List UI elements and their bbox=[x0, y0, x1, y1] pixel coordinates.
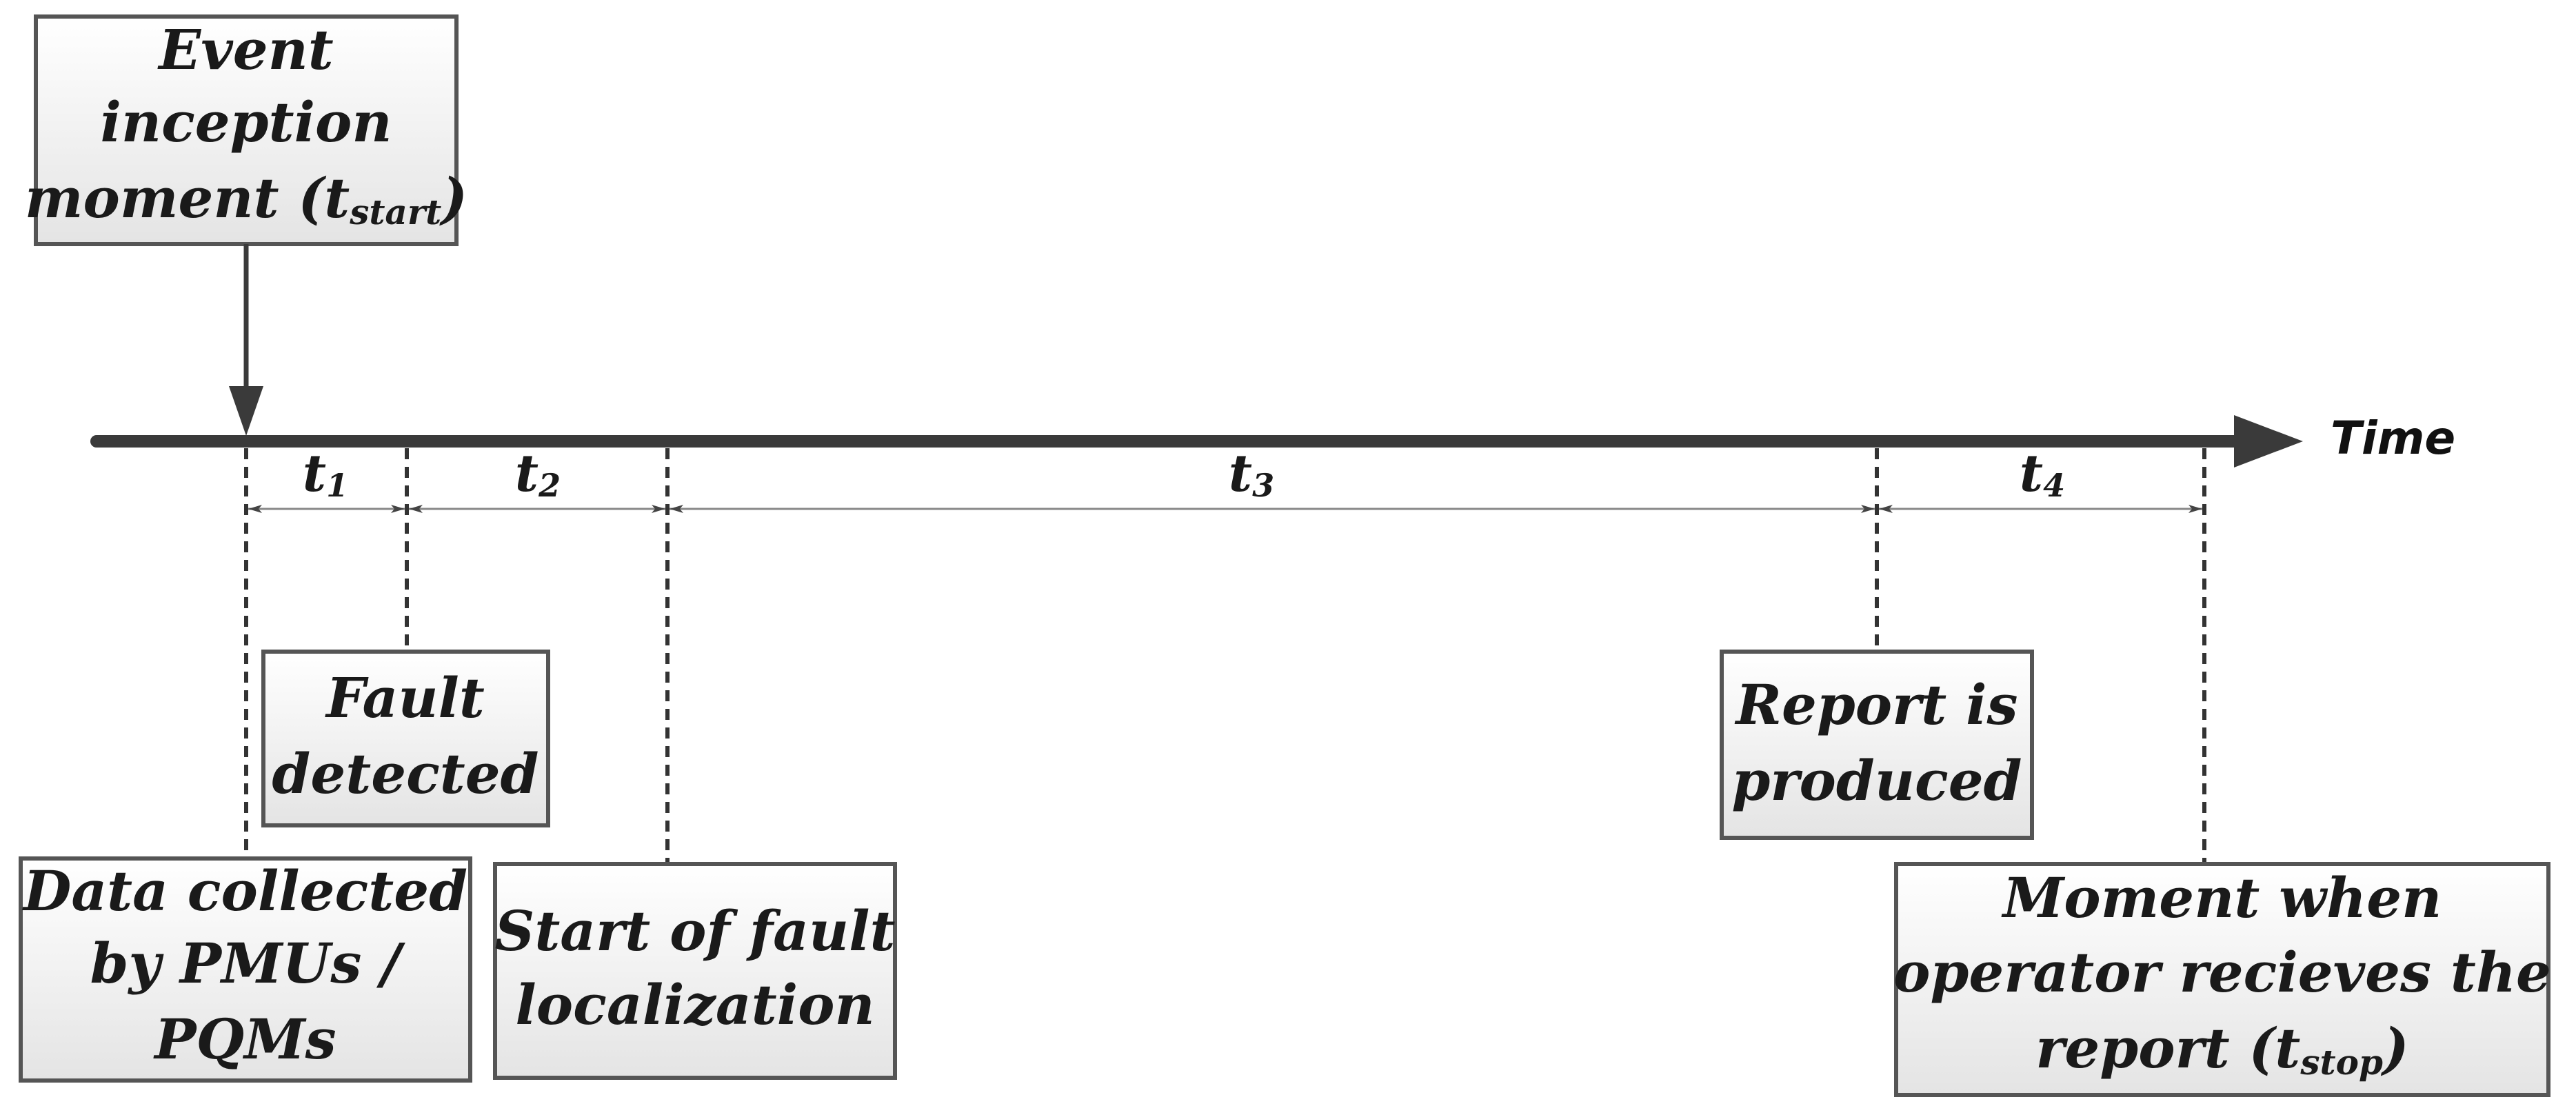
data-collected-box bbox=[19, 856, 472, 1083]
operator-receives-line-3: report (tstop) bbox=[2035, 1016, 2409, 1083]
event-inception-line-1: Event bbox=[157, 17, 334, 82]
data-collected-line-2: by PMUs / bbox=[90, 931, 406, 996]
fault-detected-line-2: detected bbox=[272, 741, 539, 806]
fault-detected-line-1: Fault bbox=[325, 665, 485, 730]
interval-t2-label: t2 bbox=[515, 444, 561, 504]
interval-t4-label: t4 bbox=[2020, 444, 2065, 504]
time-axis-arrowhead bbox=[2234, 415, 2303, 468]
start-localization-line-2: localization bbox=[515, 972, 874, 1037]
interval-t1-label: t1 bbox=[303, 444, 348, 504]
start-localization-line-1: Start of fault bbox=[495, 898, 896, 963]
event-inception-line-3: moment (tstart) bbox=[25, 165, 467, 232]
data-collected-line-1: Data collected bbox=[22, 858, 467, 923]
data-collected-line-3: PQMs bbox=[153, 1007, 336, 1072]
report-produced-box bbox=[1720, 650, 2034, 840]
fault-detected-box bbox=[261, 650, 550, 827]
time-axis-label: Time bbox=[2331, 412, 2455, 465]
inception-arrowhead bbox=[229, 386, 263, 436]
operator-receives-line-1: Moment when bbox=[2001, 865, 2442, 930]
interval-t3-label: t3 bbox=[1229, 444, 1274, 504]
start-localization-box bbox=[493, 862, 897, 1080]
report-produced-line-1: Report is bbox=[1734, 672, 2017, 737]
operator-receives-line-2: operator recieves the bbox=[1893, 940, 2551, 1005]
report-produced-line-2: produced bbox=[1731, 748, 2022, 813]
operator-receives-box bbox=[1894, 862, 2550, 1097]
event-inception-line-2: inception bbox=[101, 90, 392, 154]
